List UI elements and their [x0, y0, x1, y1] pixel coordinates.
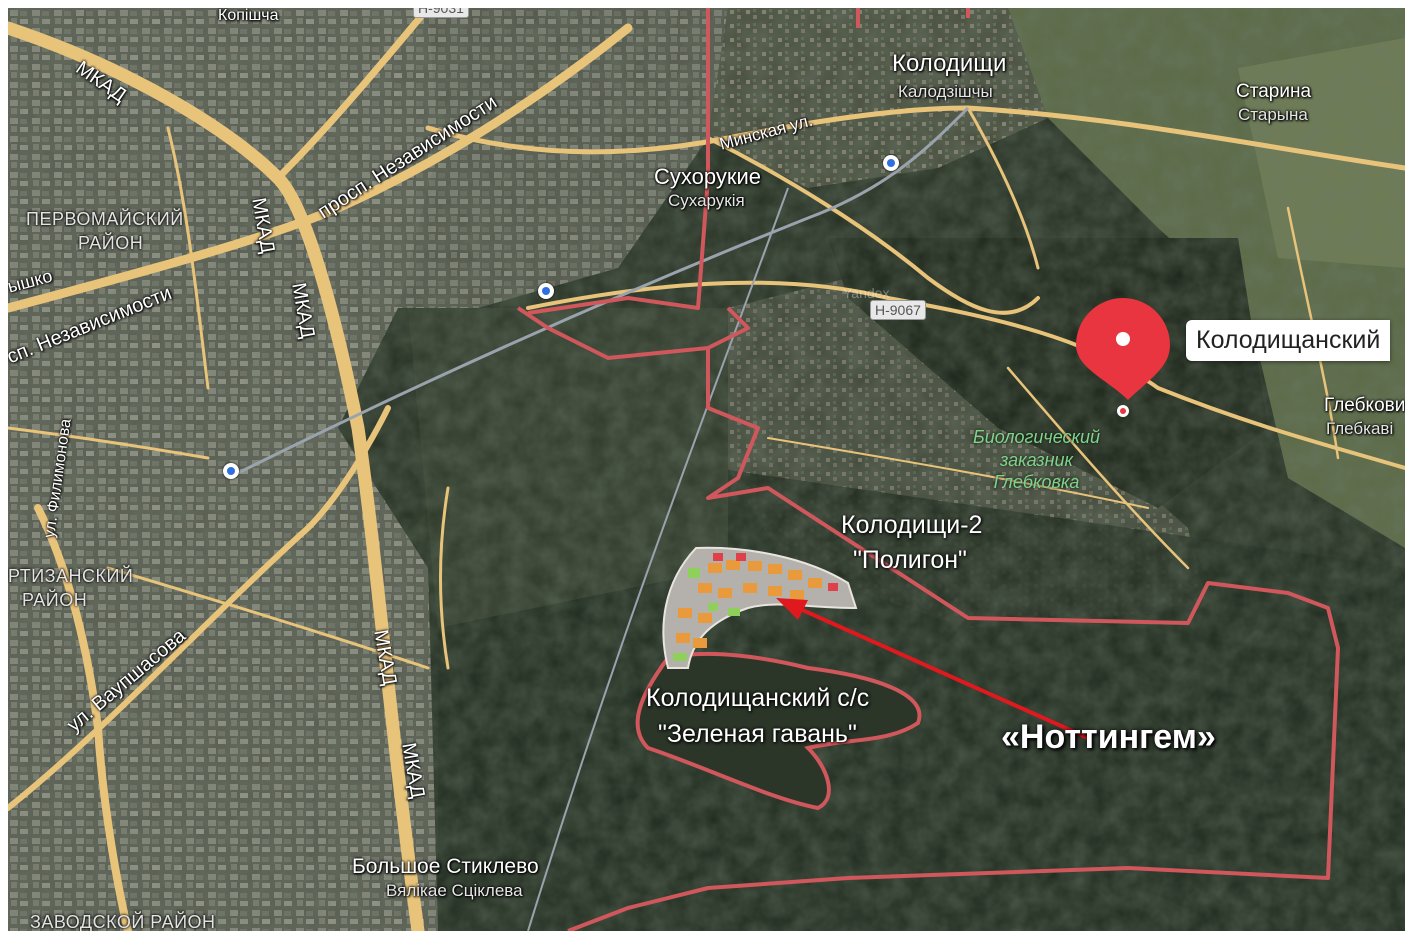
- annotation-kolodishchi2-line1: Колодищи-2: [841, 511, 983, 539]
- place-bolshoe-stiklevo: Большое Стиклево: [352, 855, 539, 878]
- place-glebkovichi: Глебкови: [1324, 395, 1405, 416]
- place-starina: Старина: [1236, 81, 1312, 102]
- map-pin-icon: [1076, 298, 1170, 400]
- place-kopishcha: Копішча: [218, 8, 279, 24]
- annotation-kolodishchansky-ss-line2: "Зеленая гавань": [658, 720, 857, 748]
- rail-line-south: [527, 187, 789, 931]
- place-sukhorukie: Сухорукие: [654, 164, 762, 189]
- road-badge-h9031: Н-9031: [413, 8, 469, 18]
- admin-boundary-west: [516, 306, 709, 361]
- reserve-label-line1: Биологический: [973, 427, 1101, 447]
- district-zavodskoy: ЗАВОДСКОЙ РАЙОН: [30, 912, 216, 931]
- metro-station-icon[interactable]: [883, 155, 899, 171]
- district-partizansky-line2: РАЙОН: [22, 590, 88, 610]
- district-pervomaisky-line2: РАЙОН: [78, 233, 144, 253]
- reserve-label-line3: Глебковка: [993, 472, 1080, 492]
- place-sukhorukie-by: Сухарукія: [668, 191, 745, 210]
- marker-label-kolodishchansky[interactable]: Колодищанский: [1186, 320, 1391, 361]
- district-pervomaisky-line1: ПЕРВОМАЙСКИЙ: [26, 209, 184, 229]
- district-partizansky-line1: РТИЗАНСКИЙ: [8, 566, 134, 586]
- place-glebkovichi-by: Глебкаві: [1326, 419, 1394, 438]
- satellite-map[interactable]: Н-9067 Н-9031 Yandex Копішча Колодищи Ка…: [8, 8, 1405, 931]
- place-kolodishchi: Колодищи: [892, 50, 1007, 77]
- admin-boundary: [527, 8, 1340, 931]
- metro-station-icon[interactable]: [538, 283, 554, 299]
- place-bolshoe-stiklevo-by: Вялікае Сціклева: [386, 881, 523, 900]
- map-base-layer: [8, 8, 1405, 931]
- metro-station-icon[interactable]: [223, 463, 239, 479]
- reserve-label-line2: заказник: [999, 449, 1074, 470]
- reserve-label: Биологический заказник Глебковка: [973, 426, 1100, 494]
- road-badge-h9067: Н-9067: [870, 300, 926, 320]
- road-network: [8, 8, 1405, 931]
- yandex-watermark: Yandex: [843, 285, 890, 301]
- annotation-kolodishchi2-line2: "Полигон": [853, 546, 967, 574]
- place-starina-by: Старына: [1238, 105, 1308, 124]
- railway: [227, 106, 970, 480]
- nottingham-masterplan: [662, 546, 858, 669]
- place-kolodishchi-by: Калодзішчы: [898, 82, 993, 101]
- nottingham-arrow: [776, 598, 1089, 740]
- annotation-kolodishchansky-ss-line1: Колодищанский с/с: [646, 684, 870, 712]
- zelenaya-gavan-boundary: [635, 651, 922, 811]
- annotation-nottingham: «Ноттингем»: [1001, 718, 1216, 756]
